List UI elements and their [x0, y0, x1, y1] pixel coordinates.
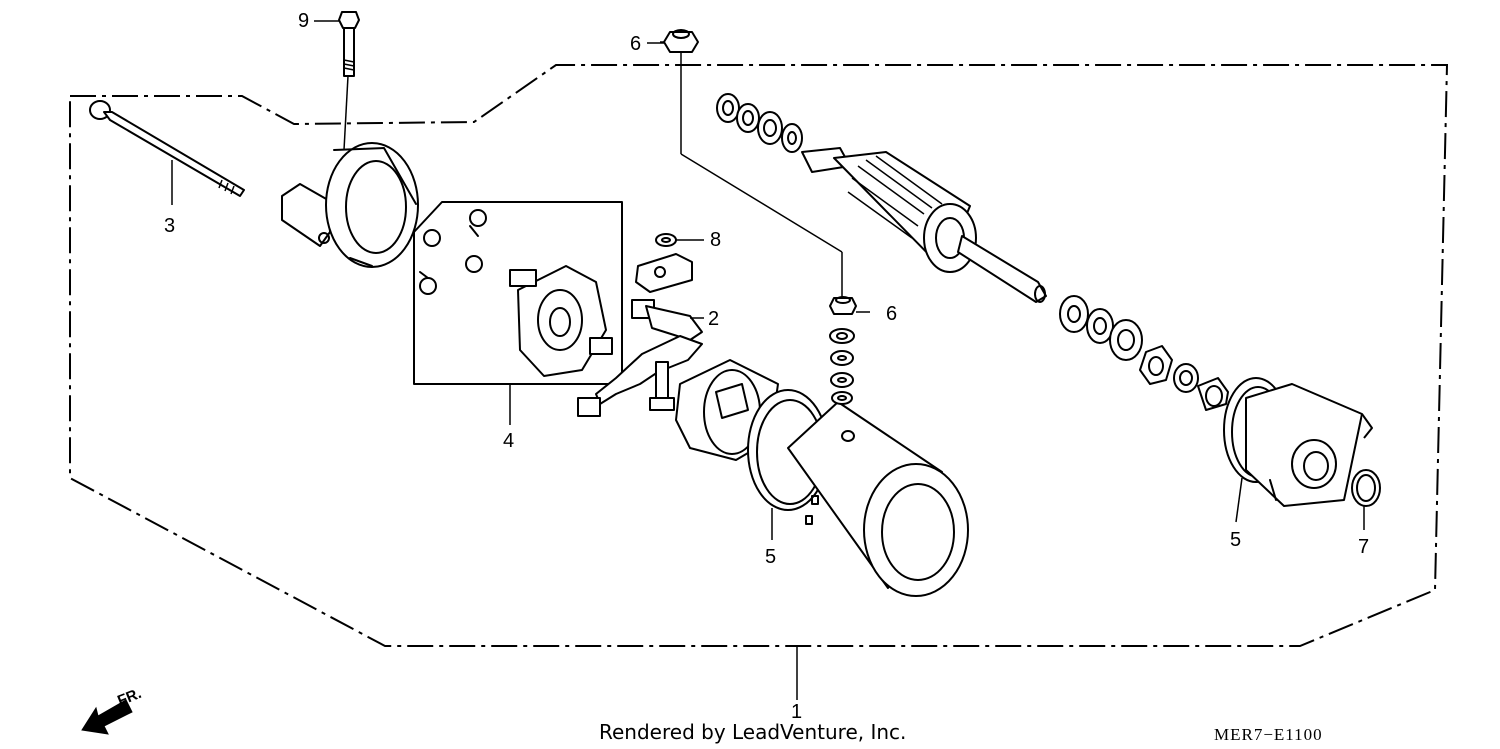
thrust-washers-right [1059, 295, 1143, 361]
terminal-insulator [635, 253, 693, 293]
arrow-left-down-icon [81, 699, 133, 735]
rear-cover [281, 142, 419, 268]
callout-6-mid: 6 [886, 303, 897, 325]
callout-4: 4 [503, 430, 514, 452]
render-credit: Rendered by LeadVenture, Inc. [599, 720, 906, 744]
thrust-washers-top [716, 93, 803, 153]
callout-9: 9 [298, 10, 309, 32]
armature [801, 147, 1047, 303]
reduction-gear-bearing [1139, 345, 1229, 411]
callout-7: 7 [1358, 536, 1369, 558]
callout-6-top: 6 [630, 33, 641, 55]
part-6-nut-top [660, 29, 843, 300]
part-7-o-ring [1351, 469, 1381, 530]
armature-windings [847, 155, 943, 239]
part-8-washer [655, 233, 704, 247]
part-6-nut-and-washer-stack [829, 296, 870, 405]
front-cover [1245, 383, 1373, 507]
callout-8: 8 [710, 229, 721, 251]
assembly-boundary [69, 64, 1449, 647]
part-2-brush-terminal [577, 299, 704, 417]
callout-1: 1 [791, 701, 802, 723]
part-4-brush-holder-kit [413, 201, 623, 425]
yoke [787, 401, 969, 597]
callout-3: 3 [164, 215, 175, 237]
callout-2: 2 [708, 308, 719, 330]
part-3-through-bolt [89, 100, 245, 205]
front-direction-arrow: FR. [81, 685, 144, 735]
callout-5-left: 5 [765, 546, 776, 568]
diagram-code: MER7−E1100 [1214, 725, 1323, 744]
direction-label: FR. [115, 685, 144, 710]
part-9-bolt [338, 11, 360, 151]
callout-5-right: 5 [1230, 529, 1241, 551]
